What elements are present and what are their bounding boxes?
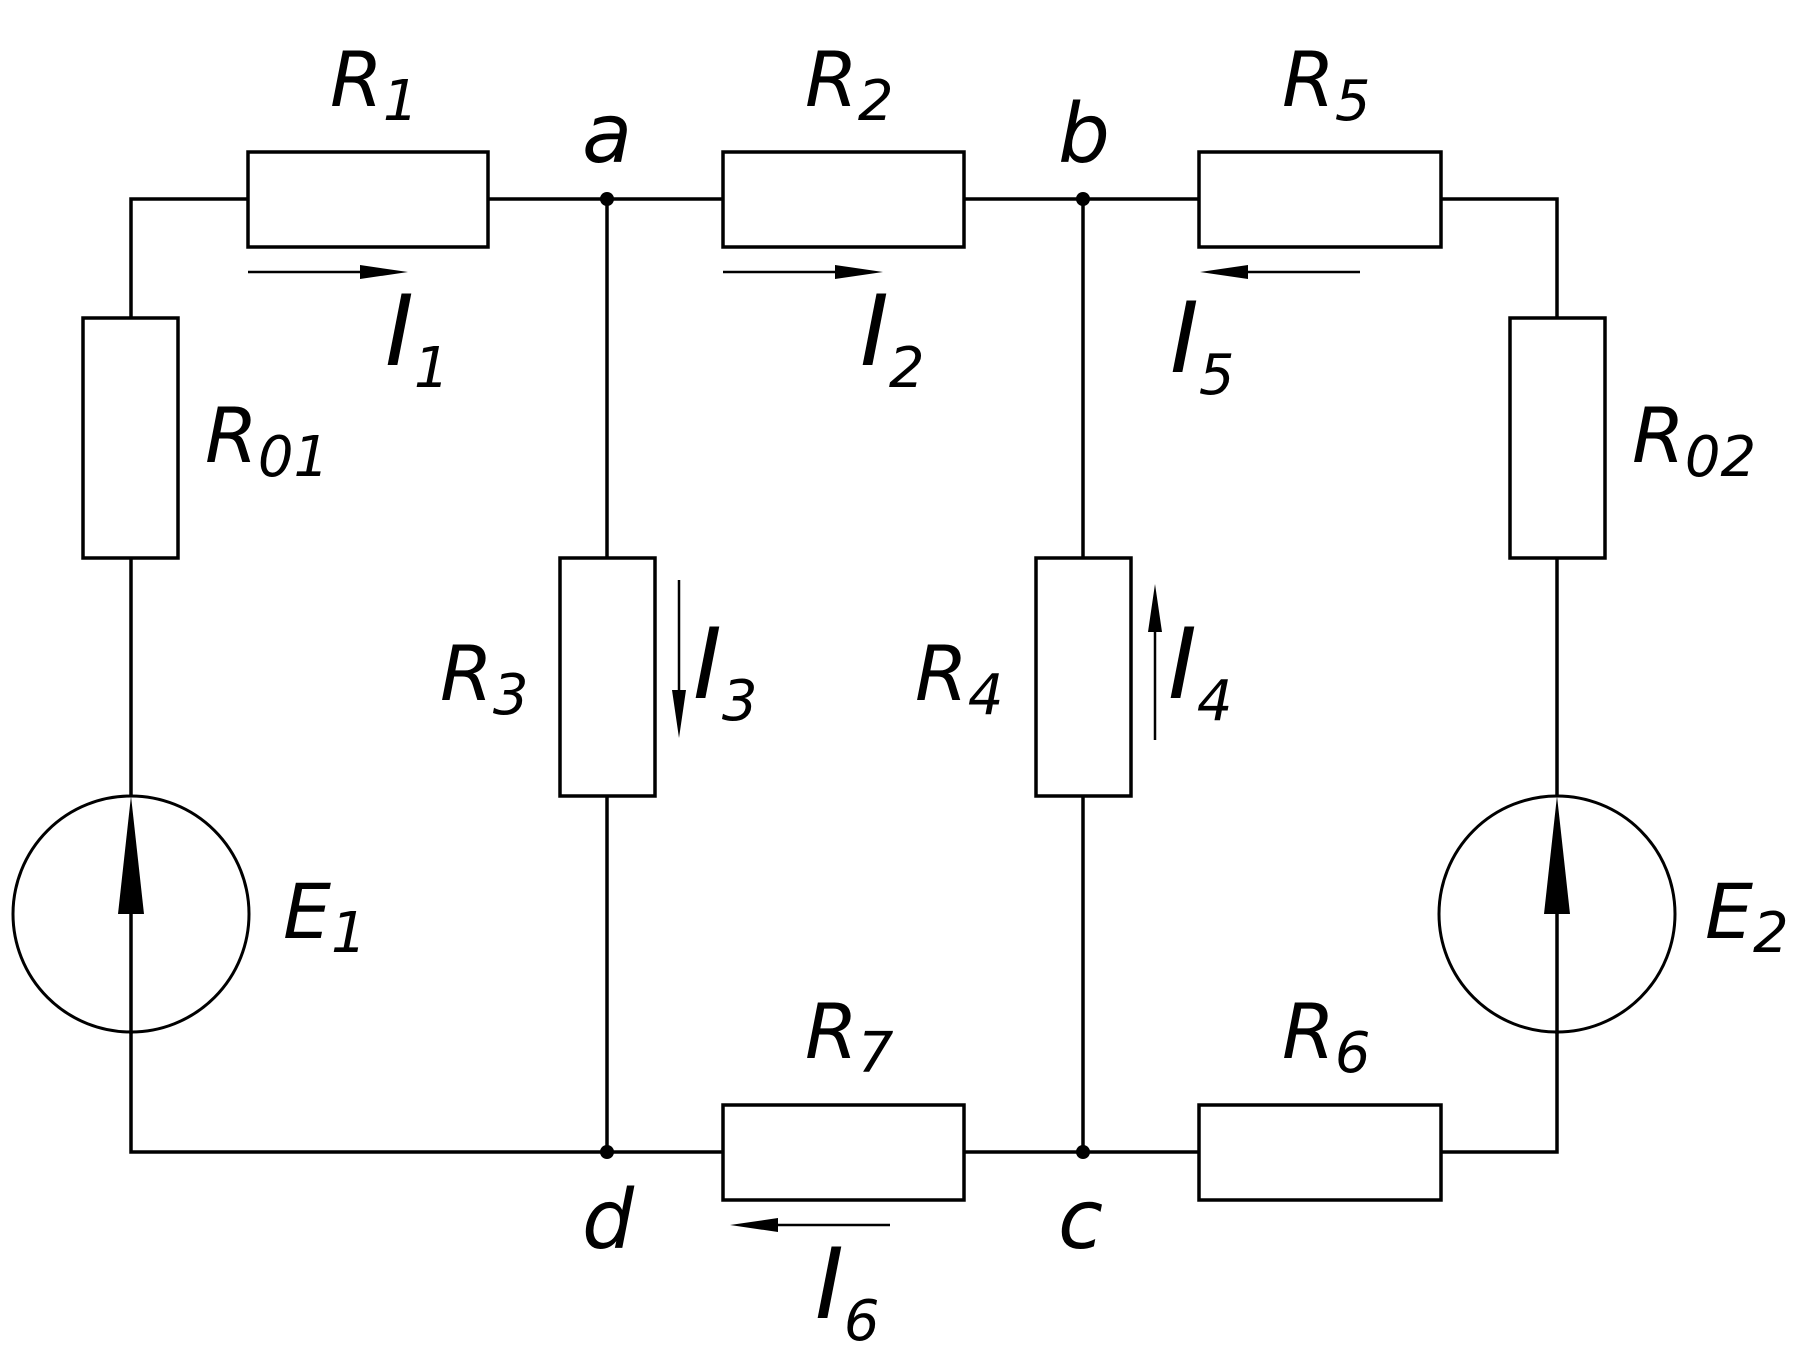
junctions [600, 192, 1090, 1159]
resistor-r3 [558, 556, 657, 798]
source-e1 [11, 794, 251, 1034]
current-i1-arrow-icon [360, 265, 408, 279]
node-label-b: b [1058, 87, 1110, 182]
label-r7: R7 [805, 987, 894, 1086]
resistor-r4 [1034, 556, 1133, 798]
label-r02: R02 [1632, 391, 1756, 490]
resistors [81, 150, 1607, 1202]
wire-right-bottom [1439, 1030, 1559, 1154]
resistor-r1 [246, 150, 490, 249]
current-arrows [248, 265, 1360, 1232]
label-r2: R2 [805, 35, 893, 134]
resistor-r7 [721, 1103, 966, 1202]
resistor-r02 [1508, 316, 1607, 560]
source-e1-arrow-icon [118, 796, 144, 914]
label-r1: R1 [330, 35, 418, 134]
current-i3-arrow-icon [672, 690, 686, 738]
source-e2-arrow-icon [1544, 796, 1570, 914]
label-i2: I2 [860, 275, 925, 401]
node-labels: a b c d [582, 87, 1110, 1268]
node-label-c: c [1058, 1173, 1103, 1268]
current-labels: I1 I2 I5 I3 I4 I6 [385, 275, 1235, 1354]
resistor-r5 [1197, 150, 1443, 249]
label-r6: R6 [1282, 987, 1370, 1086]
label-e1: E1 [283, 867, 367, 966]
label-i1: I1 [385, 275, 450, 401]
current-i4-arrow-icon [1148, 584, 1162, 632]
label-r4: R4 [915, 629, 1003, 728]
wire-left-top [129, 197, 250, 320]
current-i5-arrow-icon [1200, 265, 1248, 279]
label-r01: R01 [205, 391, 329, 490]
wire-r5-right [1439, 197, 1559, 320]
label-i6: I6 [815, 1228, 880, 1354]
label-e2: E2 [1705, 867, 1789, 966]
label-r3: R3 [440, 629, 528, 728]
label-r5: R5 [1282, 35, 1370, 134]
wires [129, 197, 1559, 1154]
node-label-a: a [582, 87, 632, 182]
wire-left-bottom [129, 1030, 725, 1154]
label-i5: I5 [1170, 282, 1235, 408]
resistor-r01 [81, 316, 180, 560]
current-i6-arrow-icon [730, 1218, 778, 1232]
node-label-d: d [582, 1173, 635, 1268]
source-e2 [1437, 794, 1677, 1034]
resistor-r2 [721, 150, 966, 249]
junction-a [600, 192, 614, 206]
label-i3: I3 [693, 608, 758, 734]
junction-d [600, 1145, 614, 1159]
junction-c [1076, 1145, 1090, 1159]
label-i4: I4 [1168, 608, 1233, 734]
resistor-r6 [1197, 1103, 1443, 1202]
junction-b [1076, 192, 1090, 206]
component-labels: R1 R2 R5 R01 R02 R3 R4 R7 R6 E1 E2 [205, 35, 1789, 1086]
current-i2-arrow-icon [835, 265, 883, 279]
